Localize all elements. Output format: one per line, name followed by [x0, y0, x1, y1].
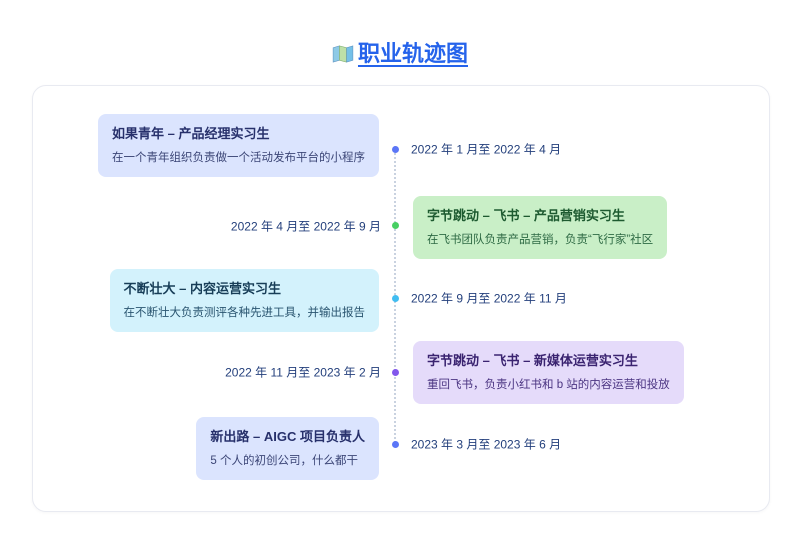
map-icon: [332, 43, 354, 69]
timeline-entry-card: 新出路 – AIGC 项目负责人 5 个人的初创公司，什么都干: [196, 417, 379, 480]
entry-date: 2022 年 1 月至 2022 年 4 月: [411, 142, 562, 157]
entry-description: 5 个人的初创公司，什么都干: [210, 455, 359, 467]
entry-title: 字节跳动 – 飞书 – 新媒体运营实习生: [427, 353, 638, 368]
page-title: 职业轨迹图: [0, 36, 800, 69]
entry-date: 2022 年 9 月至 2022 年 11 月: [411, 291, 567, 306]
entry-title: 不断壮大 – 内容运营实习生: [123, 281, 281, 296]
timeline-dot: [392, 146, 399, 153]
entry-date: 2022 年 11 月至 2023 年 2 月: [225, 365, 381, 380]
entry-date: 2023 年 3 月至 2023 年 6 月: [411, 437, 562, 452]
timeline-dot: [392, 369, 399, 376]
entry-date: 2022 年 4 月至 2022 年 9 月: [230, 219, 381, 234]
entry-description: 在一个青年组织负责做一个活动发布平台的小程序: [112, 152, 365, 164]
timeline-panel: 如果青年 – 产品经理实习生 在一个青年组织负责做一个活动发布平台的小程序 20…: [32, 85, 770, 512]
page-title-text: 职业轨迹图: [357, 41, 468, 66]
timeline-dot: [392, 295, 399, 302]
entry-title: 字节跳动 – 飞书 – 产品营销实习生: [427, 208, 625, 223]
timeline-dot: [392, 441, 399, 448]
entry-description: 在不断壮大负责测评各种先进工具，并输出报告: [123, 307, 366, 319]
timeline-entry-card: 如果青年 – 产品经理实习生 在一个青年组织负责做一个活动发布平台的小程序: [98, 114, 379, 177]
timeline-dot: [392, 222, 399, 229]
entry-title: 新出路 – AIGC 项目负责人: [210, 429, 365, 444]
entry-description: 重回飞书，负责小红书和 b 站的内容运营和投放: [427, 379, 670, 391]
timeline-entry-card: 不断壮大 – 内容运营实习生 在不断壮大负责测评各种先进工具，并输出报告: [109, 269, 379, 332]
entry-title: 如果青年 – 产品经理实习生: [112, 126, 270, 141]
entry-description: 在飞书团队负责产品营销，负责“飞行家”社区: [427, 234, 654, 246]
timeline-entry-card: 字节跳动 – 飞书 – 产品营销实习生 在飞书团队负责产品营销，负责“飞行家”社…: [413, 196, 668, 259]
timeline-entry-card: 字节跳动 – 飞书 – 新媒体运营实习生 重回飞书，负责小红书和 b 站的内容运…: [413, 341, 684, 404]
